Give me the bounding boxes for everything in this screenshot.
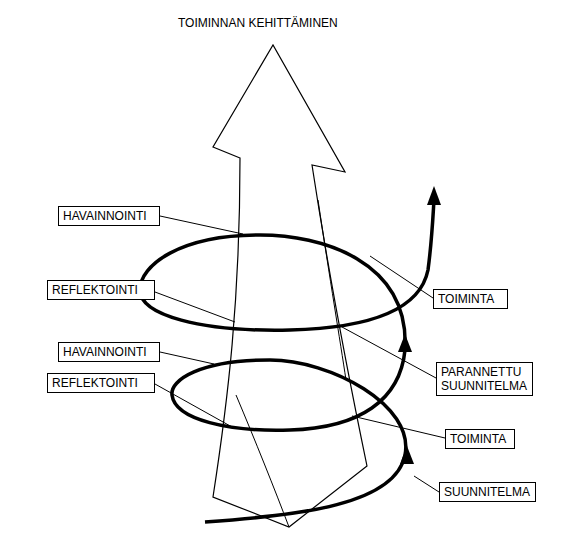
stage-box: PARANNETTU SUUNNITELMA [436, 362, 533, 396]
stage-label: HAVAINNOINTI [63, 209, 155, 223]
leader-lines [155, 216, 445, 492]
stage-label: REFLEKTOINTI [52, 283, 150, 297]
spiral-line [140, 200, 434, 522]
stage-label: TOIMINTA [450, 432, 510, 446]
stage-label: PARANNETTU SUUNNITELMA [441, 365, 528, 393]
leader-line [370, 256, 433, 298]
leader-line [414, 476, 439, 492]
development-arrow [213, 45, 367, 527]
spiral-arrowhead [398, 334, 412, 352]
stage-label: REFLEKTOINTI [52, 376, 150, 390]
stage-label: HAVAINNOINTI [63, 345, 155, 359]
leader-line [155, 384, 232, 427]
stage-box: TOIMINTA [433, 289, 508, 309]
stage-label: TOIMINTA [438, 292, 503, 306]
arrow-fold [236, 395, 289, 527]
stage-box: TOIMINTA [445, 429, 515, 449]
leader-line [342, 327, 436, 378]
stage-box: REFLEKTOINTI [47, 280, 155, 300]
leader-line [160, 352, 214, 364]
leader-line [352, 416, 445, 438]
stage-box: REFLEKTOINTI [47, 373, 155, 393]
stage-label: SUUNNITELMA [444, 485, 531, 499]
leader-line [160, 216, 243, 234]
leader-line [155, 292, 235, 322]
spiral-arrowhead [427, 186, 441, 205]
stage-box: SUUNNITELMA [439, 482, 536, 502]
arrow-fold [318, 200, 346, 380]
stage-box: HAVAINNOINTI [58, 342, 160, 362]
stage-box: HAVAINNOINTI [58, 206, 160, 226]
diagram-title: TOIMINNAN KEHITTÄMINEN [178, 16, 338, 30]
spiral-arrowhead [400, 446, 414, 464]
